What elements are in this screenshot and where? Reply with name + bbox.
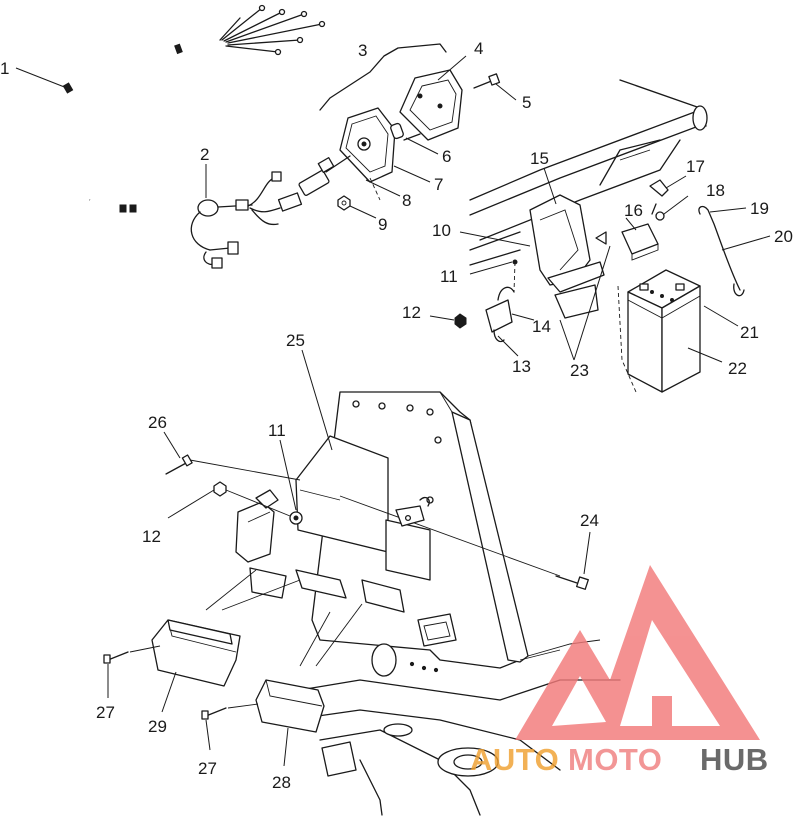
watermark-logo-icon <box>515 565 760 740</box>
battery <box>617 269 701 393</box>
callout-6: 6 <box>442 147 451 166</box>
watermark-text-auto: AUTO <box>470 742 559 777</box>
callout-18: 18 <box>706 181 725 200</box>
callout-24: 24 <box>580 511 599 530</box>
watermark-text-hub: HUB <box>700 742 769 777</box>
callout-5: 5 <box>522 93 531 112</box>
callout-25: 25 <box>286 331 305 350</box>
callout-16: 16 <box>624 201 643 220</box>
callout-4: 4 <box>474 39 483 58</box>
callout-13: 13 <box>512 357 531 376</box>
electrical-modules <box>103 454 589 733</box>
callout-19: 19 <box>750 199 769 218</box>
callout-29: 29 <box>148 717 167 736</box>
callout-11-upper: 11 <box>440 267 458 286</box>
callout-8: 8 <box>402 191 411 210</box>
callout-2: 2 <box>200 145 209 164</box>
callout-3: 3 <box>358 41 367 60</box>
upper-frame <box>469 79 708 319</box>
callout-14: 14 <box>532 317 551 336</box>
callout-17: 17 <box>686 157 705 176</box>
callout-12-lower: 12 <box>142 527 161 546</box>
callout-26: 26 <box>148 413 167 432</box>
callout-15: 15 <box>530 149 549 168</box>
callout-28: 28 <box>272 773 291 792</box>
callout-labels: 1 2 3 4 5 6 7 8 9 10 11 12 13 14 15 16 1… <box>0 39 793 792</box>
callout-20: 20 <box>774 227 793 246</box>
callout-27-right: 27 <box>198 759 217 778</box>
callout-7: 7 <box>434 175 443 194</box>
callout-12-upper: 12 <box>402 303 421 322</box>
leader-lines <box>15 55 771 767</box>
small-parts-right <box>454 179 745 343</box>
callout-11-lower: 11 <box>268 421 286 440</box>
tail-light-assembly <box>298 43 501 211</box>
wiring-harness <box>46 4 326 269</box>
callout-1: 1 <box>0 59 9 78</box>
callout-9: 9 <box>378 215 387 234</box>
callout-27-left: 27 <box>96 703 115 722</box>
callout-22: 22 <box>728 359 747 378</box>
watermark-text-moto: MOTO <box>568 742 662 777</box>
callout-10: 10 <box>432 221 451 240</box>
callout-21: 21 <box>740 323 759 342</box>
callout-23: 23 <box>570 361 589 380</box>
watermark: AUTO MOTO HUB <box>470 565 769 777</box>
rear-panel <box>249 391 621 816</box>
